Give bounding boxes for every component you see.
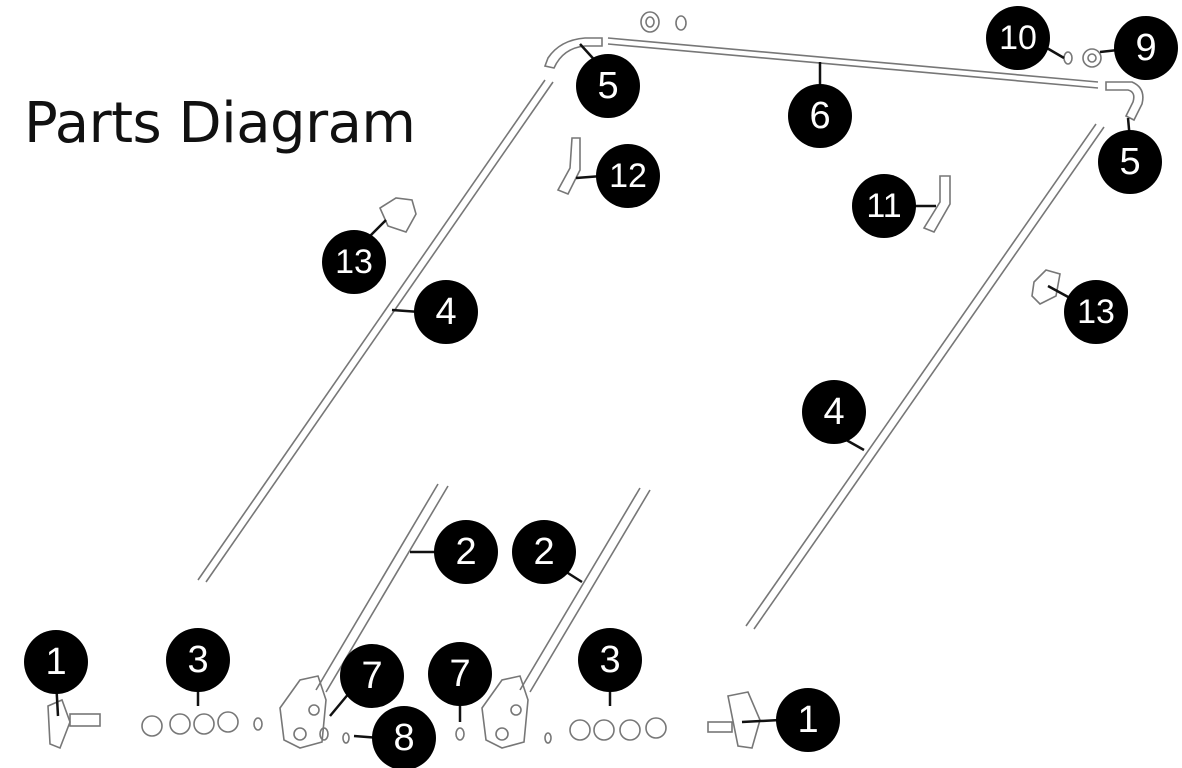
- cap-9: [1082, 48, 1102, 68]
- callout-label: 11: [866, 187, 901, 225]
- callout-12: 12: [596, 144, 660, 208]
- callout-10: 10: [986, 6, 1050, 70]
- base-bracket-right: [707, 691, 761, 749]
- callout-label: 3: [187, 639, 208, 681]
- callout-label: 2: [533, 531, 554, 573]
- callout-3-left: 3: [166, 628, 230, 692]
- elbow-left: [543, 37, 603, 69]
- upright-rod-right: [745, 123, 1105, 630]
- callout-2-left: 2: [434, 520, 498, 584]
- callout-7-right: 7: [428, 642, 492, 706]
- callout-label: 7: [361, 655, 382, 697]
- bracket-12: [556, 137, 581, 196]
- callout-label: 1: [45, 641, 66, 683]
- callout-label: 5: [1119, 141, 1140, 183]
- page-title: Parts Diagram: [24, 91, 416, 156]
- callout-label: 1: [797, 699, 818, 741]
- elbow-right: [1105, 81, 1144, 122]
- small-washer-10: [1063, 51, 1073, 65]
- callout-2-right: 2: [512, 520, 576, 584]
- caster-set-left: [141, 711, 239, 737]
- callout-9: 9: [1114, 16, 1178, 80]
- leg-tube-right: [519, 487, 651, 693]
- bracket-11: [922, 175, 951, 234]
- callout-3-right: 3: [578, 628, 642, 692]
- callout-label: 8: [393, 717, 414, 759]
- callout-1-right: 1: [776, 688, 840, 752]
- top-crossbar: [607, 37, 1099, 89]
- callout-label: 12: [609, 157, 647, 195]
- callout-label: 13: [335, 243, 373, 281]
- callout-5-right: 5: [1098, 130, 1162, 194]
- callout-13-right: 13: [1064, 280, 1128, 344]
- callout-8: 8: [372, 706, 436, 768]
- callout-label: 2: [455, 531, 476, 573]
- callout-5-left: 5: [576, 54, 640, 118]
- callout-label: 4: [435, 291, 456, 333]
- callout-1-left: 1: [24, 630, 88, 694]
- callout-label: 9: [1135, 27, 1156, 69]
- callout-label: 3: [599, 639, 620, 681]
- callout-7-left: 7: [340, 644, 404, 708]
- callout-6: 6: [788, 84, 852, 148]
- callout-11: 11: [852, 174, 916, 238]
- small-washers: [253, 717, 552, 744]
- upright-rod-left: [197, 79, 554, 583]
- callout-label: 7: [449, 653, 470, 695]
- clip-13-right: [1031, 269, 1061, 305]
- caster-set-right: [569, 717, 667, 741]
- callout-13-left: 13: [322, 230, 386, 294]
- callout-label: 4: [823, 391, 844, 433]
- clip-13-left: [378, 197, 417, 233]
- base-bracket-left: [47, 698, 101, 750]
- callout-label: 10: [999, 19, 1037, 57]
- callout-label: 13: [1077, 293, 1115, 331]
- callout-4-left: 4: [414, 280, 478, 344]
- hinge-plate-left: [279, 675, 327, 749]
- callout-4-right: 4: [802, 380, 866, 444]
- hinge-plate-right: [481, 675, 529, 749]
- callout-label: 6: [809, 95, 830, 137]
- callout-label: 5: [597, 65, 618, 107]
- cap-and-washer-top: [640, 11, 687, 33]
